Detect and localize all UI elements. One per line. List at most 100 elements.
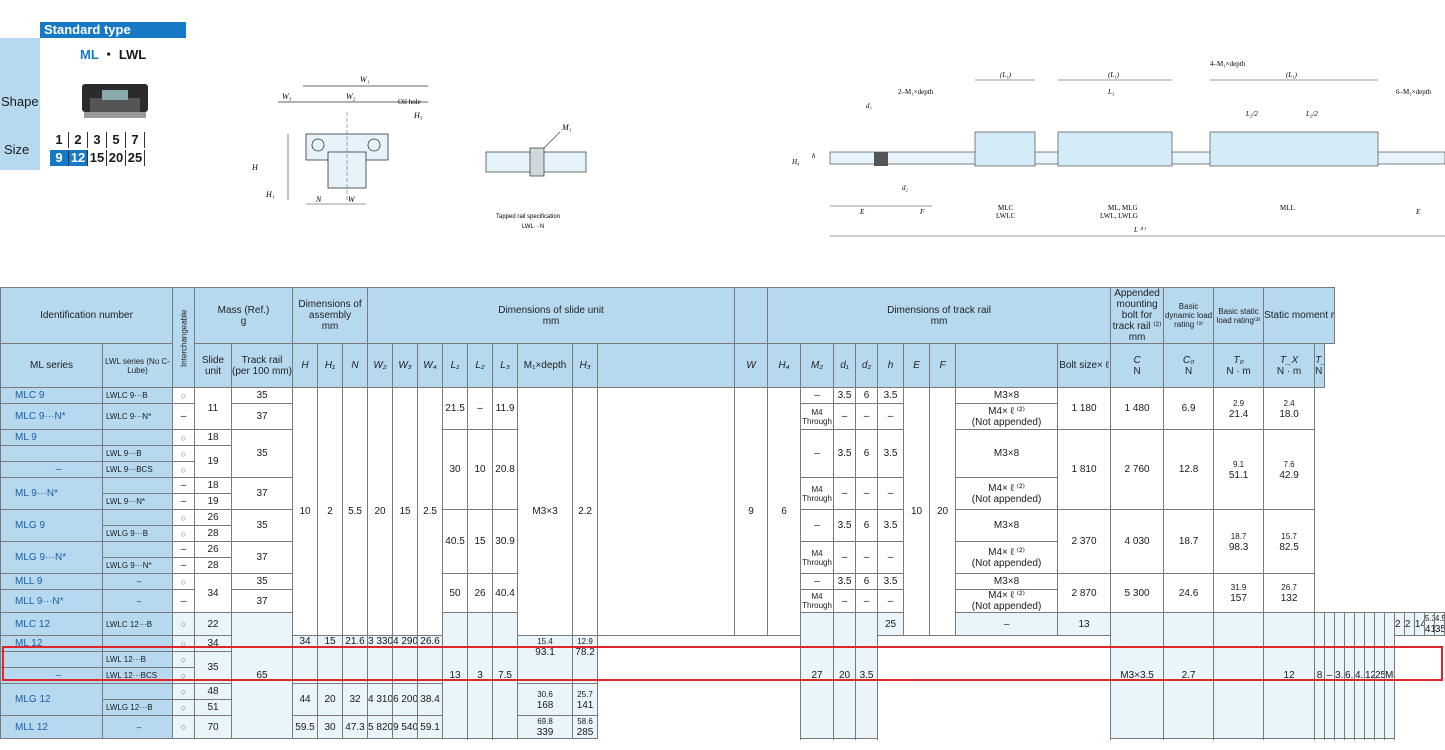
size-label-cell: Size <box>0 130 40 170</box>
cell-ic: ○ <box>172 525 195 542</box>
callout-2m1: 2–M₁×depth <box>898 88 934 96</box>
cell-C0: 4 290 <box>392 635 419 684</box>
th-L1: L₁ <box>442 343 469 388</box>
th-H: H <box>292 343 319 388</box>
cell-rail: 35 <box>230 429 294 478</box>
cell-C: 1 180 <box>1057 387 1112 430</box>
cell-N: 7.5 <box>492 612 519 739</box>
dim-h: h <box>812 152 816 160</box>
cell-ic: ○ <box>172 387 195 404</box>
th-W3: W₃ <box>392 343 419 388</box>
cell-slide: 19 <box>194 445 232 478</box>
th-bolt-size: Bolt size× ℓ <box>1057 343 1112 388</box>
cell-TX-bot: 41.7 <box>1424 624 1433 635</box>
th-TX-sym: T_X <box>1279 354 1299 366</box>
cell-ic: ○ <box>172 635 195 652</box>
th-track-rail: Track rail (per 100 mm) <box>230 343 294 388</box>
cell-TX: 5.341.7 <box>1423 612 1435 636</box>
cell-bolt-b: (Not appended) <box>971 416 1042 428</box>
side-view-drawing: 2–M₁×depth 4–M₁×depth 6–M₁×depth (L₁) (L… <box>790 56 1445 242</box>
cell-L3: 11.9 <box>492 387 519 430</box>
cell-C0: 4 030 <box>1110 509 1165 574</box>
dim-M1-tapped: M₁ <box>561 123 572 132</box>
cell-d1: 3.5 <box>833 573 857 590</box>
cell-d1: 3.5 <box>1334 612 1346 739</box>
th-C0-unit: N <box>1184 365 1193 377</box>
size-7: 7 <box>126 132 145 148</box>
cell-ic: ○ <box>172 429 195 446</box>
size-3: 3 <box>88 132 107 148</box>
shape-label: Shape <box>1 94 39 109</box>
cell-gap <box>597 387 736 636</box>
cell-M1: M3×3.5 <box>1110 612 1165 739</box>
cell-W2: 27 <box>800 612 835 739</box>
th-ml-series: ML series <box>0 343 103 388</box>
cell-E: 10 <box>903 387 931 636</box>
cell-lwl <box>102 683 173 700</box>
cell-d1: – <box>833 541 857 574</box>
cell-TX-top: 2.9 <box>1233 398 1245 408</box>
cell-slide: 28 <box>194 525 232 542</box>
th-E: E <box>903 343 931 388</box>
dim-H3: H₃ <box>413 111 423 120</box>
cell-lwl <box>102 635 173 652</box>
th-mass-unit: g <box>240 315 247 327</box>
dim-W2: W₂ <box>346 92 356 101</box>
cell-d2: – <box>855 477 879 510</box>
cell-ml: MLC 9···N* <box>0 403 103 430</box>
cell-L3: 13 <box>1057 612 1112 636</box>
cell-TY-top: 2.4 <box>1283 398 1295 408</box>
th-TY-sym: T_Y <box>1315 354 1324 366</box>
cell-TX-top: 31.9 <box>1230 583 1247 592</box>
cell-d1: – <box>833 477 857 510</box>
cell-TY-bot: 78.2 <box>575 647 595 658</box>
th-W2: W₂ <box>367 343 394 388</box>
cell-L2: 15 <box>317 635 344 684</box>
cell-ic: ○ <box>172 509 195 526</box>
cell-d1: – <box>833 403 857 430</box>
cell-ic: ○ <box>172 683 195 700</box>
series-lwl: LWL <box>118 47 147 62</box>
cell-lwl <box>102 509 173 526</box>
cell-ml: MLG 9···N* <box>0 541 103 574</box>
size-label: Size <box>4 142 30 157</box>
cell-ml: – <box>0 461 103 478</box>
size-5: 5 <box>107 132 126 148</box>
cell-slide: 28 <box>194 557 232 574</box>
cell-ml: MLG 12 <box>0 683 103 716</box>
cell-E: 12.5 <box>1363 612 1375 739</box>
cell-slide: 18 <box>194 477 232 494</box>
cell-lwl: LWLC 9···B <box>102 387 173 404</box>
cell-T0: 59.1 <box>417 715 444 739</box>
cell-M2-a: M4 <box>811 407 823 417</box>
cell-bolt: M4× ℓ ⁽²⁾(Not appended) <box>955 403 1059 430</box>
tapped-rail-drawing: M₁ Tapped rail specification LWL···N <box>482 118 592 238</box>
dim-W1: W₁ <box>360 75 370 84</box>
cell-TX-top: 69.8 <box>537 717 553 726</box>
cell-TY-bot: 18.0 <box>1279 408 1299 420</box>
cell-ml: MLC 12 <box>0 612 103 636</box>
cell-slide: 48 <box>194 683 232 700</box>
dim-L: L ⁽¹⁾ <box>1133 226 1146 234</box>
table-row: MLG 12 ○ 48 44 20 32 4 310 6 200 38.4 30… <box>0 683 1445 716</box>
dim-d1: d₁ <box>866 102 872 110</box>
cell-N: 5.5 <box>342 387 369 636</box>
cell-TY-top: 25.7 <box>577 689 593 699</box>
cell-M2-b: Through <box>802 416 832 426</box>
th-L2: L₂ <box>467 343 494 388</box>
th-T0-sym: T₀ <box>1233 354 1244 366</box>
dim-W3: W₃ <box>282 92 292 101</box>
cell-ic: – <box>172 557 195 574</box>
callout-6m1: 6–M₁×depth <box>1396 88 1432 96</box>
dim-E-right: E <box>1415 208 1421 216</box>
cell-M2: – <box>800 573 835 590</box>
cell-lwl: – <box>102 573 173 590</box>
series-label: ML ・ LWL <box>80 44 146 63</box>
cell-bolt-b: (Not appended) <box>971 601 1042 612</box>
th-lwl-series: LWL series (No C-Lube) <box>102 343 173 388</box>
cell-ml: MLG 9 <box>0 509 103 542</box>
